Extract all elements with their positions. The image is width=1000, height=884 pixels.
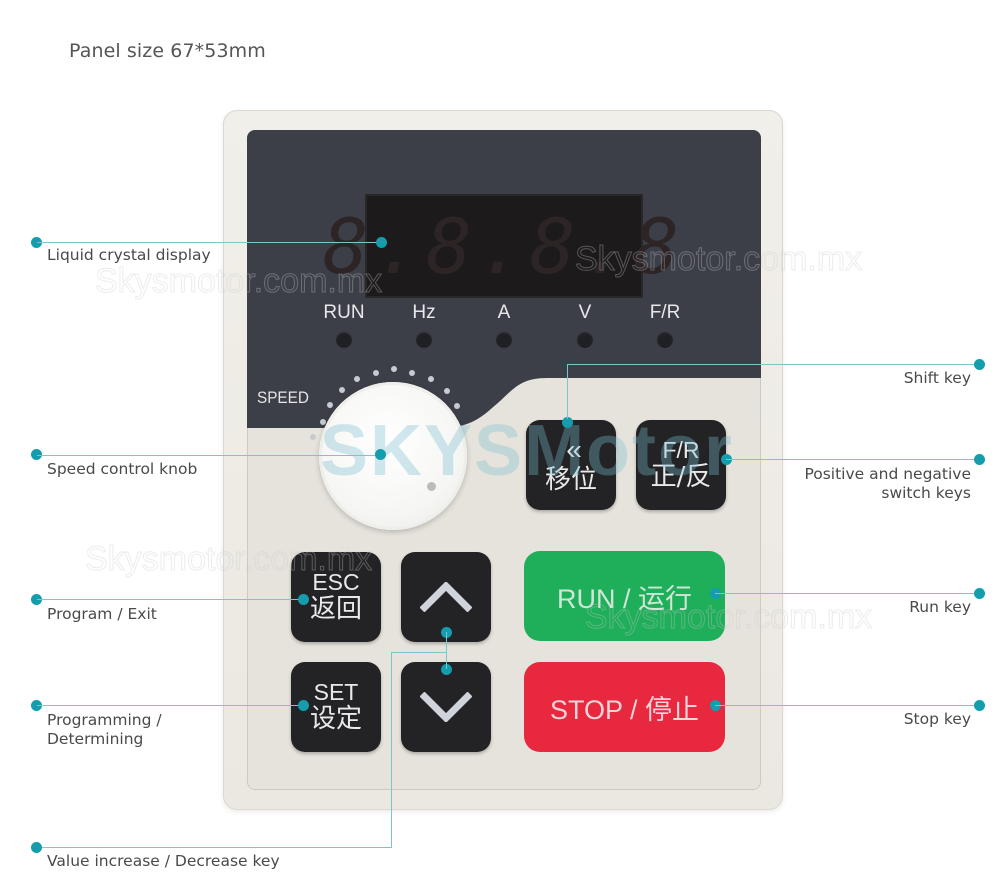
esc-key-en-label: ESC — [312, 569, 360, 596]
callout-line — [715, 705, 980, 706]
led-icon — [577, 332, 593, 348]
callout-line — [37, 847, 392, 848]
scale-dot-icon — [354, 376, 360, 382]
callout-line — [37, 599, 303, 600]
scale-dot-icon — [391, 366, 397, 372]
indicator-label: Hz — [412, 302, 436, 323]
callout-dot-icon — [31, 449, 42, 460]
set-key-cn-label: 设定 — [309, 704, 362, 735]
callout-line — [37, 242, 382, 243]
scale-dot-icon — [327, 402, 333, 408]
indicator-row: RUN Hz A V F/R — [247, 302, 761, 352]
fr-key-en-label: F/R — [662, 437, 700, 464]
scale-dot-icon — [339, 387, 345, 393]
stop-key[interactable]: STOP / 停止 — [524, 662, 725, 752]
callout-line — [391, 652, 392, 847]
callout-dot-icon — [441, 664, 452, 675]
callout-fr-line1: Positive and negative — [804, 465, 971, 483]
scale-dot-icon — [444, 388, 450, 394]
callout-dot-icon — [375, 449, 386, 460]
callout-dot-icon — [974, 588, 985, 599]
led-icon — [657, 332, 673, 348]
run-key-label: RUN / 运行 — [557, 583, 692, 614]
callout-line — [391, 652, 447, 653]
indicator-fr: F/R — [635, 302, 695, 348]
callout-line — [715, 593, 980, 594]
indicator-run: RUN — [314, 302, 374, 348]
callout-line — [37, 455, 382, 456]
callout-dot-icon — [974, 454, 985, 465]
fr-key[interactable]: F/R 正/反 — [636, 420, 726, 510]
panel-size-title: Panel size 67*53mm — [69, 40, 266, 62]
callout-run: Run key — [909, 598, 971, 616]
scale-dot-icon — [409, 370, 415, 376]
callout-dot-icon — [974, 700, 985, 711]
callout-set-line1: Programming / — [47, 711, 162, 729]
scale-dot-icon — [310, 434, 316, 440]
led-icon — [416, 332, 432, 348]
callout-stop: Stop key — [903, 710, 971, 728]
fr-key-cn-label: 正/反 — [650, 462, 712, 493]
scale-dot-icon — [428, 376, 434, 382]
scale-dot-icon — [454, 403, 460, 409]
callout-fr-line2: switch keys — [881, 484, 971, 502]
led-icon — [336, 332, 352, 348]
led-icon — [496, 332, 512, 348]
indicator-label: V — [578, 302, 592, 323]
indicator-label: RUN — [323, 302, 365, 323]
scale-dot-icon — [373, 370, 379, 376]
callout-set-line2: Determining — [47, 730, 144, 748]
callout-dot-icon — [974, 359, 985, 370]
callout-esc: Program / Exit — [47, 605, 157, 623]
callout-dot-icon — [31, 842, 42, 853]
callout-dot-icon — [562, 417, 573, 428]
scale-dot-icon — [320, 419, 326, 425]
shift-key[interactable]: « 移位 — [526, 420, 616, 510]
callout-dot-icon — [376, 237, 387, 248]
double-chevron-left-icon: « — [566, 434, 581, 466]
speed-label: SPEED — [257, 388, 309, 407]
lcd-digits: 8.8.8.8 — [322, 201, 686, 291]
callout-dot-icon — [298, 594, 309, 605]
callout-line — [726, 459, 980, 460]
lcd-display: 8.8.8.8 — [322, 194, 686, 298]
indicator-label: F/R — [649, 302, 681, 323]
callout-knob: Speed control knob — [47, 460, 198, 478]
callout-shift: Shift key — [903, 369, 971, 387]
down-key[interactable] — [401, 662, 491, 752]
chevron-up-icon — [420, 582, 472, 612]
callout-lcd: Liquid crystal display — [47, 246, 211, 264]
run-key[interactable]: RUN / 运行 — [524, 551, 725, 641]
panel-face: 8.8.8.8 RUN Hz A V F/R S — [247, 130, 761, 790]
esc-key-cn-label: 返回 — [309, 594, 362, 625]
speed-control-knob[interactable] — [319, 382, 467, 530]
indicator-hz: Hz — [394, 302, 454, 348]
callout-dot-icon — [31, 594, 42, 605]
set-key-en-label: SET — [313, 679, 359, 706]
callout-dot-icon — [298, 700, 309, 711]
callout-line — [567, 364, 568, 419]
callout-line — [37, 705, 303, 706]
chevron-down-icon — [420, 692, 472, 722]
knob-indicator-icon — [427, 482, 436, 491]
callout-dot-icon — [31, 700, 42, 711]
callout-line — [567, 364, 980, 365]
indicator-v: V — [555, 302, 615, 348]
callout-dot-icon — [31, 237, 42, 248]
stop-key-label: STOP / 停止 — [549, 694, 700, 725]
indicator-label: A — [497, 302, 511, 323]
callout-line — [446, 632, 447, 669]
shift-key-cn-label: 移位 — [544, 465, 597, 496]
indicator-a: A — [474, 302, 534, 348]
callout-updown: Value increase / Decrease key — [47, 852, 280, 870]
